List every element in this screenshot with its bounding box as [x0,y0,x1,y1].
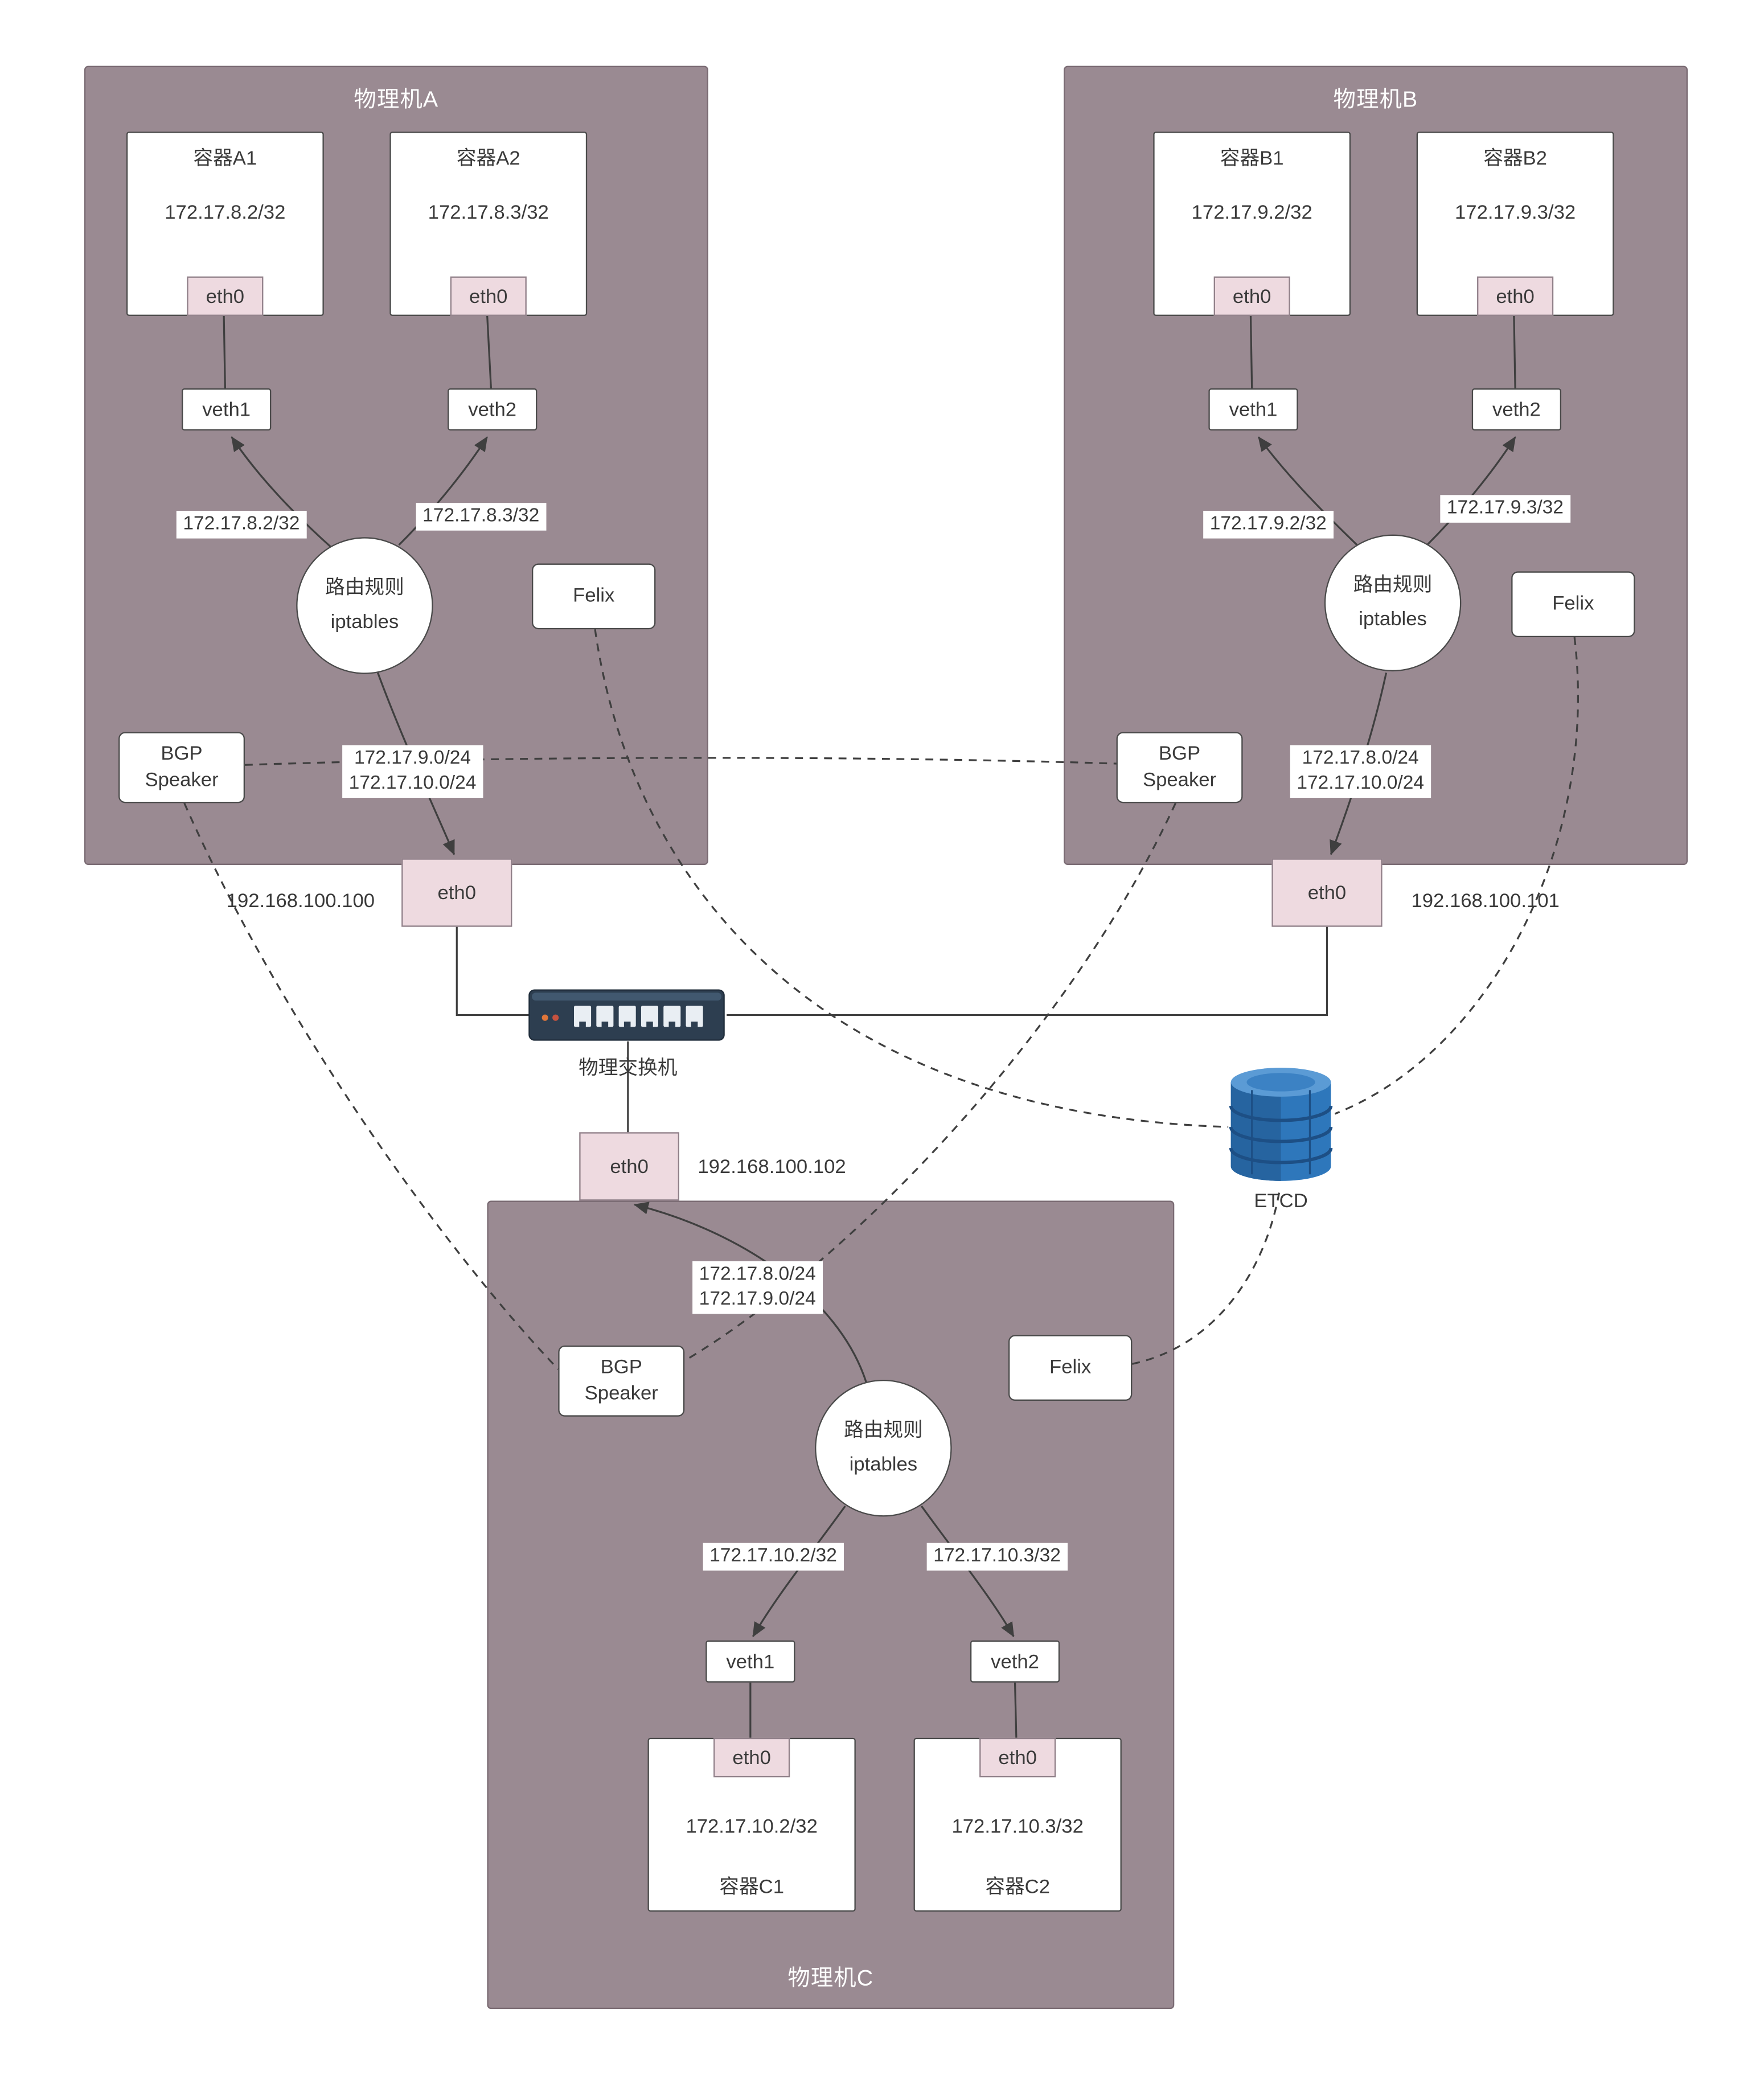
machine-c-veth2-ip-label: 172.17.10.3/32 [926,1543,1068,1571]
machine-b-bgp-speaker: BGP Speaker [1116,732,1243,803]
edge-felixB-etcd [1334,637,1580,1115]
container-c2-ip: 172.17.10.3/32 [951,1815,1084,1838]
etcd-icon [1229,1068,1333,1181]
container-b1-title: 容器B1 [1220,147,1284,170]
container-b1: 容器B1 172.17.9.2/32 eth0 [1153,132,1351,316]
edge-b-eth0-switch [727,926,1328,1016]
machine-a-veth2-ip-label: 172.17.8.3/32 [416,503,546,531]
machine-a-veth1: veth1 [182,388,272,431]
router-label-line2: iptables [1359,608,1427,631]
route-b-line1: 172.17.8.0/24 [1302,748,1419,769]
bgp-label-line1: BGP [1158,742,1201,765]
container-b1-ip: 172.17.9.2/32 [1191,201,1312,224]
edge-a-router-veth2 [398,436,488,546]
container-c2-eth0: eth0 [979,1737,1056,1778]
container-b2: 容器B2 172.17.9.3/32 eth0 [1416,132,1614,316]
machine-b-veth2-ip-label: 172.17.9.3/32 [1440,495,1570,523]
edge-b-router-veth2 [1426,436,1516,546]
container-a1-title: 容器A1 [193,147,257,170]
container-b2-ip: 172.17.9.3/32 [1455,201,1576,224]
machine-b-host-eth0: eth0 [1271,858,1383,927]
container-a2-title: 容器A2 [456,147,520,170]
container-c1-title: 容器C1 [719,1876,785,1898]
machine-b-veth1-ip-label: 172.17.9.2/32 [1203,511,1334,539]
edge-felixA-etcd [594,629,1229,1128]
bgp-label-line1: BGP [600,1356,642,1379]
machine-c-iptables-router: 路由规则 iptables [815,1379,952,1517]
machine-a-felix: Felix [532,563,656,630]
bgp-label-line1: BGP [161,742,203,765]
router-label-line2: iptables [330,610,399,634]
container-c2-title: 容器C2 [985,1876,1051,1898]
edge-felixC-etcd [1131,1190,1281,1365]
container-a1: 容器A1 172.17.8.2/32 eth0 [126,132,324,316]
machine-b-iptables-router: 路由规则 iptables [1324,534,1462,672]
switch-label: 物理交换机 [579,1057,678,1080]
router-label-line2: iptables [849,1453,918,1476]
container-a2-eth0: eth0 [450,276,527,316]
container-a1-eth0: eth0 [187,276,264,316]
router-label-line1: 路由规则 [843,1419,923,1442]
machine-a-route-label: 172.17.9.0/24 172.17.10.0/24 [342,745,483,798]
container-b2-title: 容器B2 [1483,147,1547,170]
machine-c-veth2: veth2 [970,1640,1060,1683]
edge-b-router-veth1 [1257,436,1362,550]
bgp-label-line2: Speaker [1142,769,1217,792]
bgp-label-line2: Speaker [145,769,219,792]
machine-c-host-ip: 192.168.100.102 [698,1155,846,1179]
edge-bgpB-bgpC [685,802,1177,1361]
edge-c-router-veth1 [752,1505,846,1638]
container-c1: eth0 172.17.10.2/32 容器C1 [647,1737,856,1912]
edge-a2-eth-veth2 [486,313,492,389]
edge-b1-eth-veth1 [1249,313,1253,389]
container-a2: 容器A2 172.17.8.3/32 eth0 [389,132,588,316]
machine-b-veth1: veth1 [1208,388,1298,431]
machine-a-title: 物理机A [354,87,439,112]
machine-b-route-label: 172.17.8.0/24 172.17.10.0/24 [1290,745,1431,798]
machine-c-route-label: 172.17.8.0/24 172.17.9.0/24 [692,1261,823,1314]
machine-a-veth1-ip-label: 172.17.8.2/32 [176,511,307,539]
edge-a-eth0-switch [456,926,530,1016]
machine-a-veth2: veth2 [448,388,538,431]
machine-b-title: 物理机B [1333,87,1418,112]
machine-a-iptables-router: 路由规则 iptables [296,537,433,674]
route-a-line1: 172.17.9.0/24 [354,748,471,769]
route-a-line2: 172.17.10.0/24 [348,773,477,794]
machine-c-host-eth0: eth0 [579,1132,679,1201]
machine-a-bgp-speaker: BGP Speaker [118,732,245,803]
bgp-label-line2: Speaker [584,1382,658,1405]
machine-c-veth1: veth1 [705,1640,795,1683]
edge-c-veth2-eth [1014,1682,1018,1738]
route-b-line2: 172.17.10.0/24 [1297,773,1425,794]
container-c1-eth0: eth0 [713,1737,790,1778]
machine-b-host-ip: 192.168.100.101 [1411,889,1560,913]
edge-c-router-veth2 [921,1505,1015,1638]
machine-a-host-eth0: eth0 [401,858,512,927]
edge-b2-eth-veth2 [1513,313,1516,389]
etcd-label: ETCD [1254,1190,1308,1213]
machine-c-veth1-ip-label: 172.17.10.2/32 [703,1543,844,1571]
machine-b-veth2: veth2 [1471,388,1562,431]
route-c-line1: 172.17.8.0/24 [699,1264,816,1285]
container-c1-ip: 172.17.10.2/32 [686,1815,818,1838]
switch-icon [528,989,725,1041]
container-a2-ip: 172.17.8.3/32 [428,201,549,224]
container-c2: eth0 172.17.10.3/32 容器C2 [913,1737,1122,1912]
edge-a1-eth-veth1 [223,313,226,389]
container-b2-eth0: eth0 [1477,276,1554,316]
machine-b-felix: Felix [1511,571,1635,638]
container-a1-ip: 172.17.8.2/32 [165,201,286,224]
route-c-line2: 172.17.9.0/24 [699,1289,816,1310]
machine-c-title: 物理机C [787,1965,874,1991]
machine-c-bgp-speaker: BGP Speaker [558,1345,685,1417]
edge-a-router-veth1 [231,436,334,550]
container-b1-eth0: eth0 [1213,276,1290,316]
router-label-line1: 路由规则 [1353,574,1433,597]
machine-a-host-ip: 192.168.100.100 [226,889,375,913]
router-label-line1: 路由规则 [325,576,404,599]
machine-c-felix: Felix [1008,1335,1133,1401]
